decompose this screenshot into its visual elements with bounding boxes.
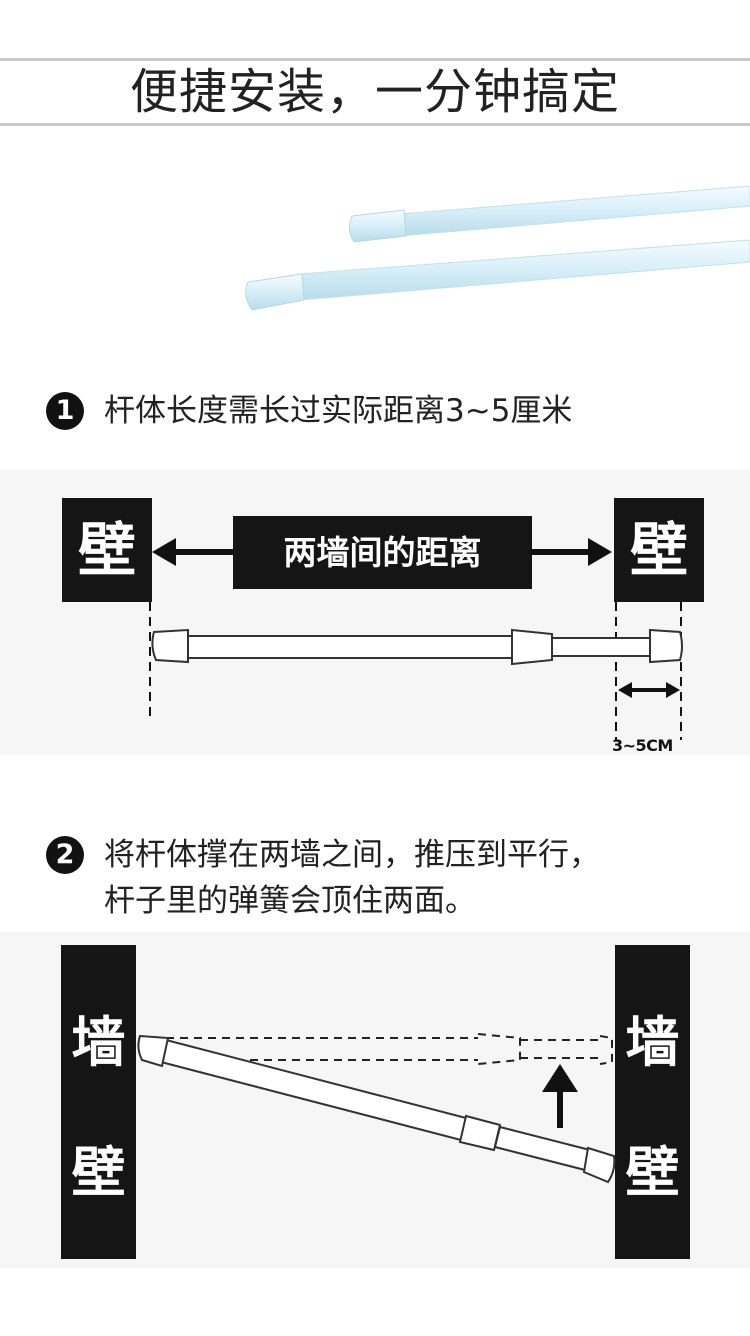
wall-right-bottom-char: 壁: [625, 1141, 680, 1204]
step-1-badge: 1: [46, 392, 84, 430]
distance-label: 两墙间的距离: [233, 516, 532, 589]
step-2: 2 将杆体撑在两墙之间，推压到平行， 杆子里的弹簧会顶住两面。: [46, 832, 600, 924]
distance-arrow: [152, 538, 612, 566]
header-top-rule: [0, 58, 750, 61]
push-up-arrow: [542, 1064, 578, 1128]
wall-right-top-char: 墙: [625, 1011, 680, 1074]
rod-upper: [348, 185, 750, 243]
header-bottom-rule: [0, 123, 750, 126]
wall-left-bottom-char: 壁: [71, 1141, 126, 1204]
step-2-line-2: 杆子里的弹簧会顶住两面。: [104, 883, 476, 919]
wall-right-label: 壁: [614, 498, 704, 602]
product-rods-illustration: [245, 185, 750, 311]
step-1-text: 杆体长度需长过实际距离3~5厘米: [104, 393, 573, 429]
step-2-text: 将杆体撑在两墙之间，推压到平行， 杆子里的弹簧会顶住两面。: [84, 832, 600, 924]
rod-tilted: [137, 1034, 616, 1184]
step-1: 1 杆体长度需长过实际距离3~5厘米: [46, 388, 572, 434]
wall-right-column: 墙 壁: [615, 945, 690, 1259]
step-2-line-1: 将杆体撑在两墙之间，推压到平行，: [104, 837, 600, 873]
extra-length-arrow: [618, 682, 680, 698]
extra-length-label: 3~5CM: [612, 736, 673, 755]
page-title: 便捷安装，一分钟搞定: [129, 64, 620, 120]
rod-diagram-1: [151, 628, 683, 666]
wall-left-label: 壁: [62, 498, 152, 602]
dashed-guides: [149, 602, 682, 740]
step-2-badge: 2: [46, 836, 84, 874]
wall-left-column: 墙 壁: [61, 945, 136, 1259]
wall-left-top-char: 墙: [71, 1011, 126, 1074]
rod-lower: [245, 239, 750, 311]
rod-target-position-dashed: [166, 1033, 613, 1065]
